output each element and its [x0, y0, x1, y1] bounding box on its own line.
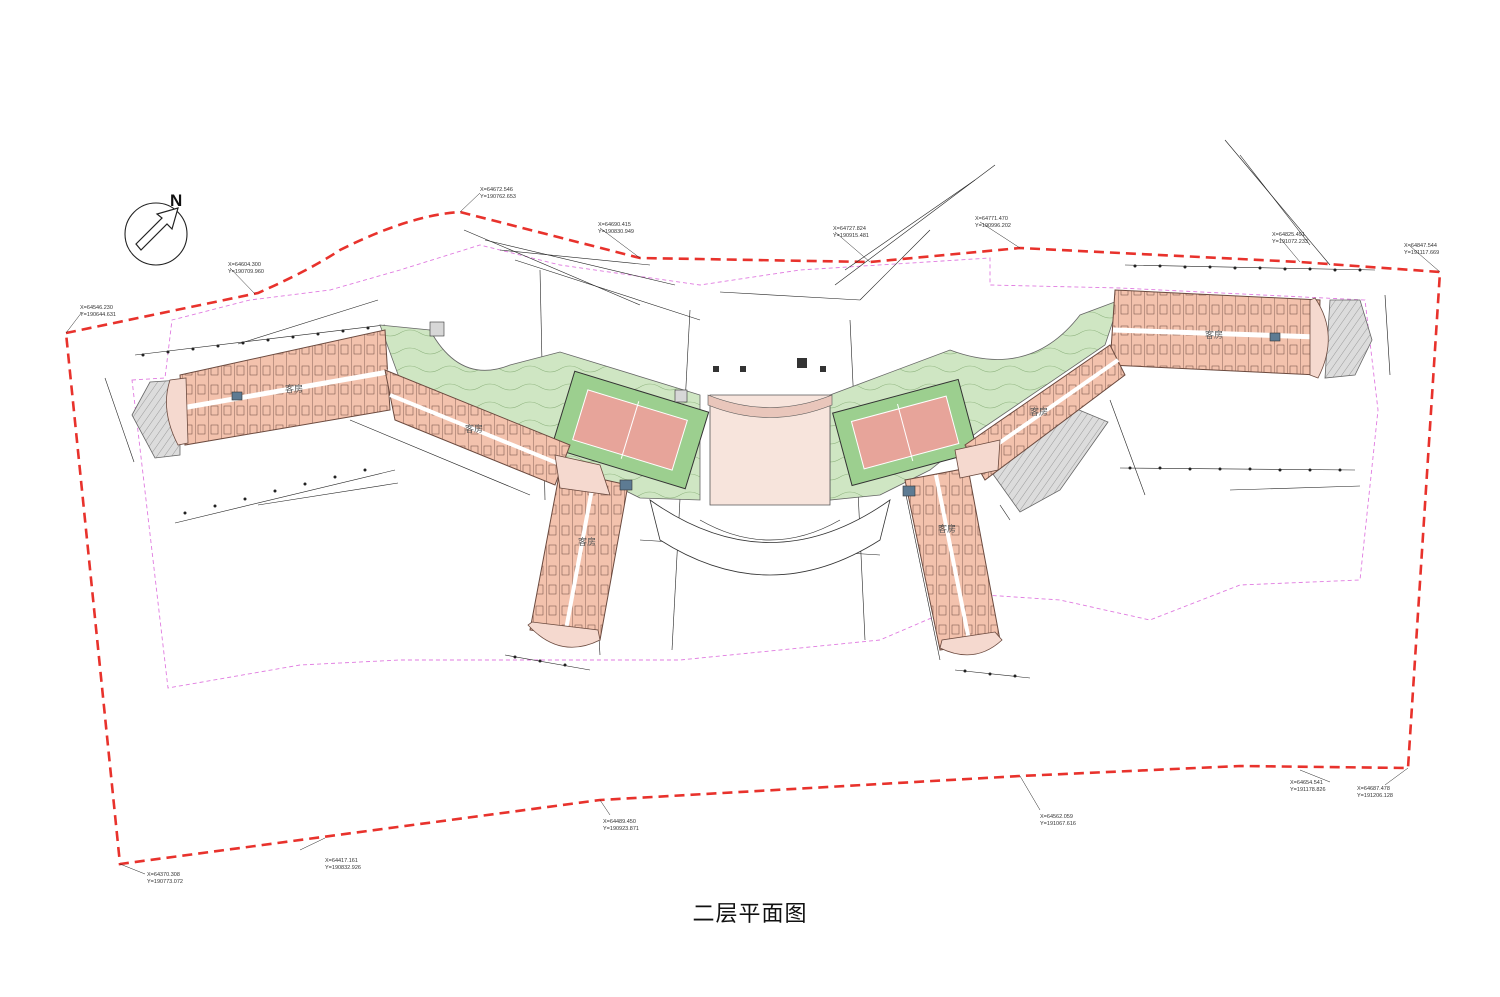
tennis-court-east	[832, 378, 979, 487]
room-label: 客房	[1030, 406, 1048, 418]
coord-y: Y=190644.631	[80, 312, 116, 318]
coord-x: X=64727.824	[833, 226, 866, 232]
room-label: 客房	[1205, 329, 1223, 341]
setback-line	[131, 244, 1379, 689]
north-label: N	[170, 191, 182, 210]
room-label: 客房	[578, 536, 596, 548]
east-wing: 客房	[1109, 289, 1321, 376]
coord-x: X=64687.478	[1357, 786, 1390, 792]
corridor-ends	[166, 297, 1329, 656]
coord-x: X=64847.544	[1404, 243, 1437, 249]
room-label: 客房	[465, 423, 483, 435]
coord-x: X=64690.415	[598, 222, 631, 228]
axis-ticks	[141, 264, 1362, 678]
west-wing: 客房	[179, 329, 391, 446]
coord-y: Y=190830.949	[598, 229, 634, 235]
coord-x: X=64546.230	[80, 305, 113, 311]
coord-y: Y=190996.202	[975, 223, 1011, 229]
property-boundary	[64, 210, 1442, 866]
coord-y: Y=191072.233	[1272, 239, 1308, 245]
tennis-court-west	[550, 370, 710, 490]
coordinate-leaders	[65, 192, 1441, 875]
coord-x: X=64771.470	[975, 216, 1008, 222]
coordinate-labels: X=64546.230 Y=190644.631 X=64604.300 Y=1…	[80, 187, 1439, 885]
coord-x: X=64489.450	[603, 819, 636, 825]
coord-x: X=64562.059	[1040, 814, 1073, 820]
coord-x: X=64825.491	[1272, 232, 1305, 238]
room-label: 客房	[938, 523, 956, 535]
coord-y: Y=190773.072	[147, 879, 183, 885]
coord-y: Y=191067.616	[1040, 821, 1076, 827]
coord-y: Y=191117.669	[1404, 250, 1439, 256]
coord-x: X=64654.541	[1290, 780, 1323, 786]
coord-y: Y=191178.826	[1290, 787, 1326, 793]
plan-title: 二层平面图	[692, 902, 808, 927]
coord-y: Y=190832.926	[325, 865, 361, 871]
pavilions	[429, 321, 826, 403]
coord-y: Y=190709.960	[228, 269, 264, 275]
coord-x: X=64417.161	[325, 858, 358, 864]
coord-y: Y=190762.653	[480, 194, 516, 200]
stair-cores	[231, 332, 1281, 497]
coord-y: Y=190915.481	[833, 233, 869, 239]
north-arrow: N	[124, 191, 188, 266]
coord-x: X=64672.546	[480, 187, 513, 193]
coord-x: X=64370.308	[147, 872, 180, 878]
room-label: 客房	[285, 383, 303, 395]
coord-y: Y=191206.128	[1357, 793, 1393, 799]
west-connector: 客房	[384, 369, 571, 486]
coord-x: X=64604.300	[228, 262, 261, 268]
coord-y: Y=190923.871	[603, 826, 639, 832]
